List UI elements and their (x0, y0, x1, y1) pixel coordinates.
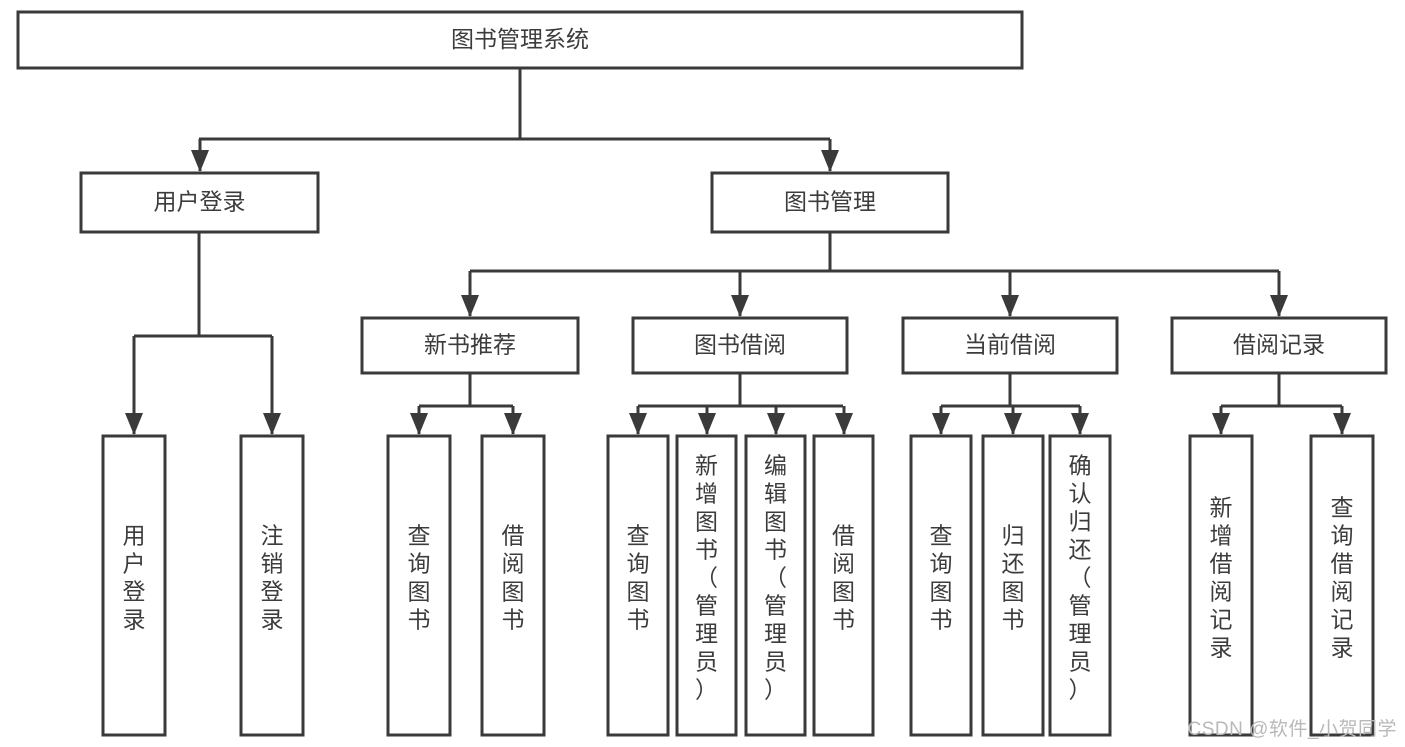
node-label-current-borrow: 当前借阅 (964, 332, 1056, 358)
node-box-book-borrow[interactable] (631, 316, 849, 375)
arrow-icon-new-book-recommend (461, 295, 479, 317)
node-box-leaf-query-book-1[interactable] (386, 434, 452, 737)
node-box-user-login[interactable] (79, 171, 320, 234)
node-label-leaf-query-book-2: 查询图书 (627, 523, 650, 633)
node-box-current-borrow[interactable] (901, 316, 1119, 375)
node-box-leaf-edit-book-admin[interactable] (744, 434, 807, 737)
node-current-borrow[interactable]: 当前借阅 (901, 316, 1119, 375)
arrow-icon-book-manage (821, 150, 839, 172)
node-label-new-book-recommend: 新书推荐 (424, 332, 516, 358)
node-label-leaf-add-record: 新增借阅记录 (1210, 495, 1233, 661)
node-book-borrow[interactable]: 图书借阅 (631, 316, 849, 375)
arrow-icon-leaf-add-book-admin (698, 413, 716, 435)
node-label-leaf-add-book-admin: 新增图书（管理员） (695, 453, 718, 703)
node-label-leaf-borrow-book-1: 借阅图书 (502, 523, 525, 633)
node-label-book-borrow: 图书借阅 (694, 332, 786, 358)
node-user-login[interactable]: 用户登录 (79, 171, 320, 234)
arrow-icon-leaf-query-record (1333, 413, 1351, 435)
node-label-leaf-borrow-book-2: 借阅图书 (832, 523, 855, 633)
node-label-borrow-record: 借阅记录 (1233, 332, 1325, 358)
node-borrow-record[interactable]: 借阅记录 (1170, 316, 1388, 375)
arrow-icon-leaf-user-login (125, 413, 143, 435)
node-book-manage[interactable]: 图书管理 (710, 171, 950, 234)
node-leaf-user-login[interactable]: 用户登录 (101, 434, 167, 737)
arrow-icon-leaf-borrow-book-2 (835, 413, 853, 435)
arrow-icon-current-borrow (1001, 295, 1019, 317)
arrow-icon-leaf-return-book (1004, 413, 1022, 435)
node-label-leaf-query-book-3: 查询图书 (930, 523, 953, 633)
node-leaf-add-book-admin[interactable]: 新增图书（管理员） (675, 434, 738, 737)
node-label-user-login: 用户登录 (154, 189, 246, 215)
node-box-leaf-return-book[interactable] (981, 434, 1045, 737)
node-leaf-return-book[interactable]: 归还图书 (981, 434, 1045, 737)
node-leaf-borrow-book-1[interactable]: 借阅图书 (480, 434, 546, 737)
node-box-leaf-query-book-3[interactable] (909, 434, 973, 737)
node-box-leaf-query-record[interactable] (1309, 434, 1375, 737)
node-leaf-logout[interactable]: 注销登录 (239, 434, 305, 737)
node-box-new-book-recommend[interactable] (360, 316, 580, 375)
node-label-leaf-logout: 注销登录 (261, 523, 284, 633)
arrow-icon-leaf-logout (263, 413, 281, 435)
node-box-leaf-borrow-book-1[interactable] (480, 434, 546, 737)
node-layer: 图书管理系统用户登录图书管理新书推荐图书借阅当前借阅借阅记录用户登录注销登录查询… (16, 10, 1388, 737)
arrow-icon-leaf-add-record (1212, 413, 1230, 435)
node-leaf-query-book-2[interactable]: 查询图书 (606, 434, 670, 737)
node-leaf-query-book-1[interactable]: 查询图书 (386, 434, 452, 737)
node-label-leaf-return-book: 归还图书 (1002, 523, 1025, 633)
node-box-leaf-query-book-2[interactable] (606, 434, 670, 737)
node-label-leaf-confirm-return-admin: 确认归还（管理员） (1069, 453, 1092, 703)
node-box-leaf-logout[interactable] (239, 434, 305, 737)
node-leaf-query-record[interactable]: 查询借阅记录 (1309, 434, 1375, 737)
arrow-icon-user-login (191, 150, 209, 172)
arrow-icon-leaf-query-book-2 (629, 413, 647, 435)
node-leaf-confirm-return-admin[interactable]: 确认归还（管理员） (1048, 434, 1112, 737)
node-box-leaf-user-login[interactable] (101, 434, 167, 737)
node-leaf-borrow-book-2[interactable]: 借阅图书 (812, 434, 875, 737)
arrow-icon-leaf-query-book-3 (932, 413, 950, 435)
node-box-borrow-record[interactable] (1170, 316, 1388, 375)
node-leaf-query-book-3[interactable]: 查询图书 (909, 434, 973, 737)
arrow-icon-book-borrow (731, 295, 749, 317)
node-leaf-edit-book-admin[interactable]: 编辑图书（管理员） (744, 434, 807, 737)
node-root[interactable]: 图书管理系统 (16, 10, 1024, 70)
csdn-watermark: CSDN @软件_小贺同学 (1187, 719, 1397, 740)
node-box-root[interactable] (16, 10, 1024, 70)
node-label-book-manage: 图书管理 (784, 189, 876, 215)
node-box-leaf-confirm-return-admin[interactable] (1048, 434, 1112, 737)
connector-layer (125, 68, 1351, 435)
node-box-leaf-add-book-admin[interactable] (675, 434, 738, 737)
arrow-icon-leaf-borrow-book-1 (504, 413, 522, 435)
arrow-icon-leaf-query-book-1 (410, 413, 428, 435)
node-label-leaf-query-record: 查询借阅记录 (1331, 495, 1354, 661)
node-leaf-add-record[interactable]: 新增借阅记录 (1188, 434, 1254, 737)
node-box-book-manage[interactable] (710, 171, 950, 234)
node-new-book-recommend[interactable]: 新书推荐 (360, 316, 580, 375)
node-label-leaf-edit-book-admin: 编辑图书（管理员） (764, 453, 787, 703)
node-box-leaf-add-record[interactable] (1188, 434, 1254, 737)
node-label-root: 图书管理系统 (451, 26, 589, 52)
arrow-icon-borrow-record (1270, 295, 1288, 317)
node-label-leaf-user-login: 用户登录 (123, 523, 146, 633)
node-box-leaf-borrow-book-2[interactable] (812, 434, 875, 737)
arrow-icon-leaf-confirm-return-admin (1071, 413, 1089, 435)
arrow-icon-leaf-edit-book-admin (767, 413, 785, 435)
node-label-leaf-query-book-1: 查询图书 (408, 523, 431, 633)
